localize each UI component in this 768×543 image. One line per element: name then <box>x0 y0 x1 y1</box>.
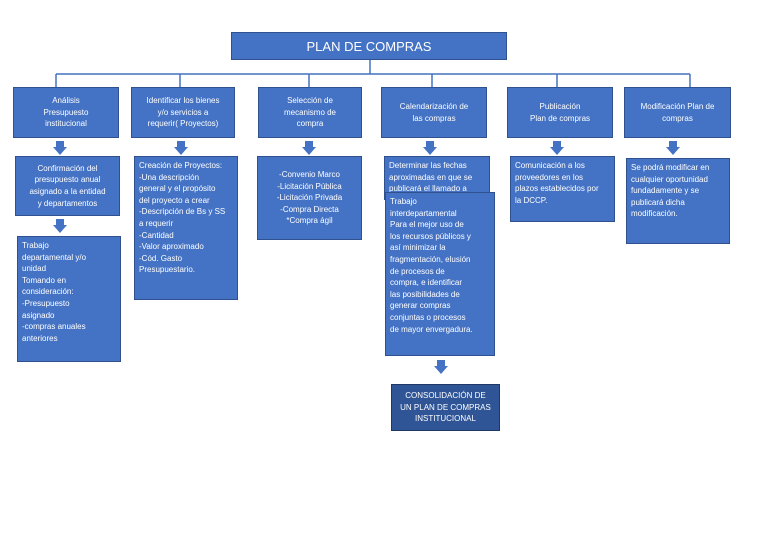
consolidacion-plan-compras: CONSOLIDACIÓN DE UN PLAN DE COMPRAS INST… <box>391 384 500 431</box>
page-title: PLAN DE COMPRAS <box>231 32 507 60</box>
arrow-down-icon <box>550 141 564 155</box>
step-mecanismos-compra: -Convenio Marco -Licitación Pública -Lic… <box>257 156 362 240</box>
arrow-down-icon <box>666 141 680 155</box>
arrow-down-icon <box>423 141 437 155</box>
header-modificacion-plan: Modificación Plan de compras <box>624 87 731 138</box>
step-modificacion-fundada: Se podrá modificar en cualquier oportuni… <box>626 158 730 244</box>
header-calendarizacion: Calendarización de las compras <box>381 87 487 138</box>
header-analisis-presupuesto: Análisis Presupuesto institucional <box>13 87 119 138</box>
step-comunicacion-proveedores: Comunicación a los proveedores en los pl… <box>510 156 615 222</box>
arrow-down-icon <box>434 360 448 374</box>
header-seleccion-mecanismo: Selección de mecanismo de compra <box>258 87 362 138</box>
step-confirmacion-presupuesto: Confirmación del presupuesto anual asign… <box>15 156 120 216</box>
step-trabajo-interdepartamental: Trabajo interdepartamental Para el mejor… <box>385 192 495 356</box>
arrow-down-icon <box>302 141 316 155</box>
arrow-down-icon <box>53 219 67 233</box>
step-trabajo-departamental: Trabajo departamental y/o unidad Tomando… <box>17 236 121 362</box>
arrow-down-icon <box>53 141 67 155</box>
header-identificar-bienes: Identificar los bienes y/o servicios a r… <box>131 87 235 138</box>
header-publicacion: Publicación Plan de compras <box>507 87 613 138</box>
step-creacion-proyectos: Creación de Proyectos: -Una descripción … <box>134 156 238 300</box>
arrow-down-icon <box>174 141 188 155</box>
title-text: PLAN DE COMPRAS <box>306 38 432 54</box>
